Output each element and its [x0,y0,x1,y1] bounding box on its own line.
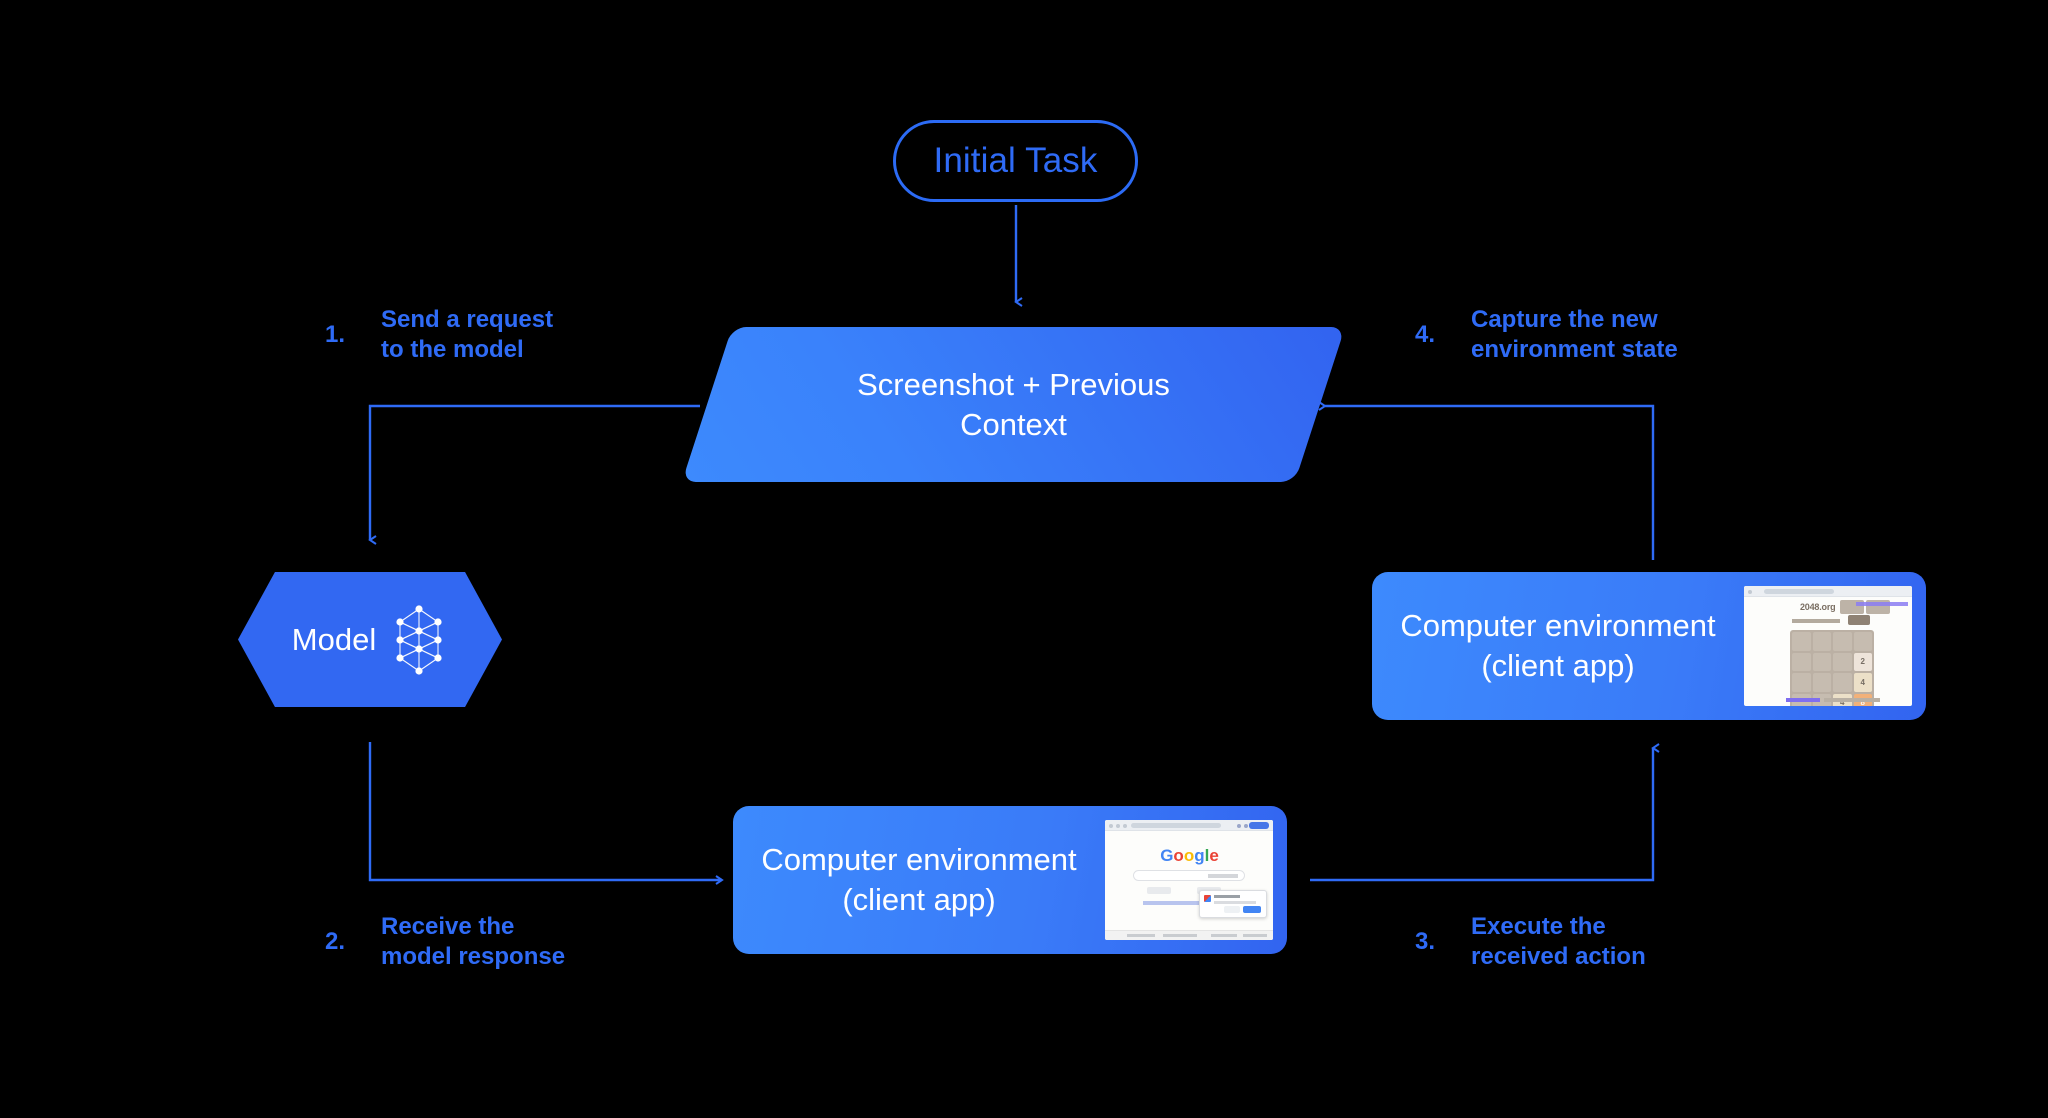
arrow-context-to-model [368,404,700,545]
step-4-number: 4. [1415,321,1436,348]
model-node: Model [238,572,502,707]
tile-4: 4 [1853,673,1872,692]
env-bottom-line2: (client app) [842,882,996,917]
game-2048-board[interactable]: 2 4 4 8 [1790,630,1874,706]
step-label-2: 2. Receive the model response [325,912,565,972]
screenshot-context-line1: Screenshot + Previous [857,366,1170,402]
step-label-3: 3. Execute the received action [1415,912,1646,972]
env-bottom-caption: Computer environment (client app) [733,840,1105,920]
env-node-right: Computer environment (client app) 2048.o… [1372,572,1926,720]
env-right-line2: (client app) [1481,648,1635,683]
env-bottom-line1: Computer environment [761,842,1077,877]
browser-chrome [1744,586,1912,597]
env-right-line1: Computer environment [1400,608,1716,643]
step-1-number: 1. [325,321,346,348]
step-4-text: Capture the new environment state [1471,306,1678,363]
search-input[interactable] [1133,870,1245,881]
step-2-text: Receive the model response [381,913,566,970]
new-game-button[interactable] [1848,615,1870,625]
tile-2: 2 [1853,652,1872,671]
initial-task-node: Initial Task [893,120,1138,202]
screenshot-context-text: Screenshot + Previous Context [707,327,1320,482]
google-search-button[interactable] [1147,887,1171,894]
step-2-number: 2. [325,928,346,955]
model-label: Model [291,621,377,657]
page-footer [1105,930,1273,940]
neural-network-icon [396,604,442,675]
browser-dialog [1199,890,1267,918]
hexagon-shape [238,572,502,707]
arrow-model-to-env-bottom [368,742,724,885]
game-2048-thumbnail: 2048.org 2 4 4 8 [1744,586,1912,706]
language-links [1143,901,1235,905]
arrow-env-right-to-context [1318,401,1655,560]
step-1-text: Send a request to the model [381,306,554,363]
screenshot-context-node: Screenshot + Previous Context [681,327,1346,482]
step-3-text: Execute the received action [1471,913,1646,970]
dialog-cancel-button[interactable] [1224,906,1240,913]
screenshot-context-line2: Context [960,406,1067,442]
step-3-number: 3. [1415,928,1436,955]
initial-task-label: Initial Task [933,141,1098,180]
env-right-caption: Computer environment (client app) [1372,606,1744,686]
browser-chrome [1105,820,1273,831]
dialog-icon [1204,895,1211,902]
dialog-confirm-button[interactable] [1243,906,1261,913]
footer-text [1824,698,1880,702]
step-label-4: 4. Capture the new environment state [1415,305,1678,365]
footer-link[interactable] [1786,698,1820,702]
arrow-env-bottom-to-env-right [1310,743,1660,882]
game-2048-title: 2048.org [1800,602,1836,612]
step-label-1: 1. Send a request to the model [325,305,553,365]
